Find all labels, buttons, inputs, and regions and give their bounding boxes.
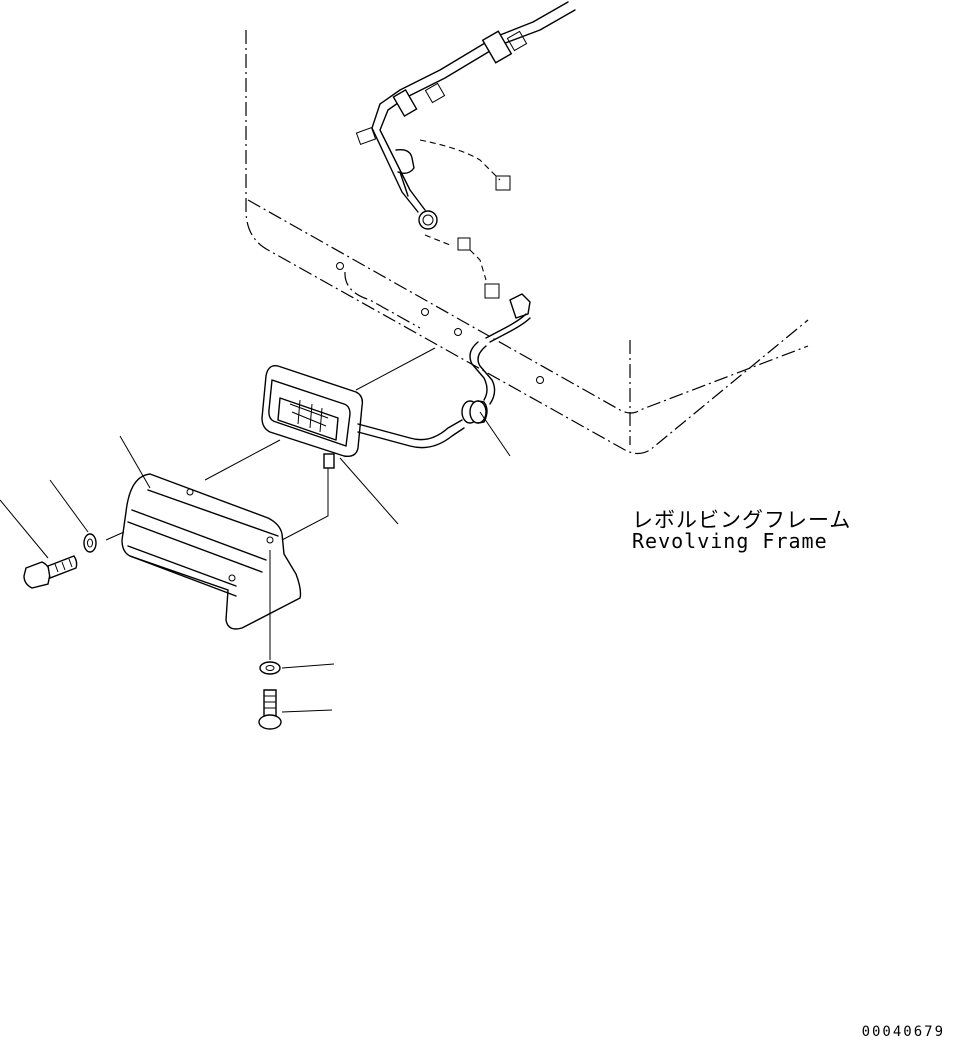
revolving-frame-outline — [245, 30, 809, 455]
washer-left — [83, 533, 97, 553]
wiring-harness — [355, 1, 576, 405]
lamp-guard — [121, 473, 302, 630]
bolt-bottom — [258, 689, 282, 730]
revolving-frame-label-jp: レボルビングフレーム — [632, 508, 852, 532]
leader-lines — [0, 411, 511, 713]
revolving-frame-label-en: Revolving Frame — [632, 529, 828, 553]
work-lamp — [261, 365, 488, 469]
drawing-number: 00040679 — [861, 1024, 945, 1040]
assembly-lines — [105, 347, 436, 660]
bolt-left — [23, 555, 78, 589]
washer-bottom — [259, 661, 281, 675]
